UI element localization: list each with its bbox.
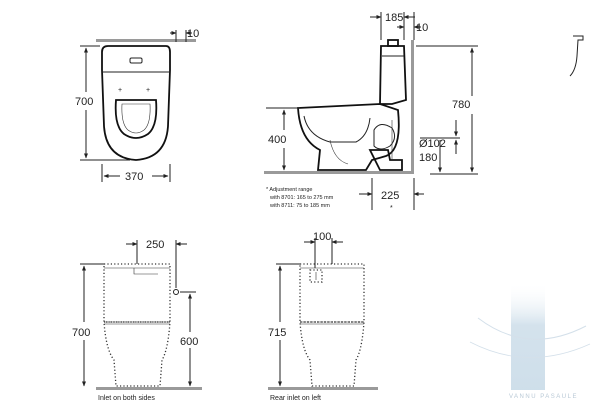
side-view: 185 10 780 400 Ø102 180 225 * * <box>264 12 478 212</box>
hose-icon <box>569 35 584 77</box>
front-left-caption: Inlet on both sides <box>98 395 155 402</box>
side-pipe-diameter-label: Ø102 <box>419 138 446 150</box>
plan-view: 10 + + 700 370 <box>75 28 199 183</box>
watermark-bar <box>511 282 545 390</box>
side-top-a-label: 185 <box>385 12 403 24</box>
front-left-inlet-height-label: 600 <box>180 336 198 348</box>
watermark: VANNU PASAULE <box>469 282 591 400</box>
side-cistern <box>379 45 407 105</box>
adjustment-note-title: * Adjustment range <box>266 187 312 193</box>
side-wall <box>411 40 414 173</box>
front-right-floor <box>268 387 378 390</box>
side-pipe-height-label: 180 <box>419 152 437 164</box>
plan-wall-label: 10 <box>187 28 199 40</box>
side-total-height-label: 780 <box>452 99 470 111</box>
plan-width-label: 370 <box>125 171 143 183</box>
front-left-width-label: 250 <box>146 239 164 251</box>
plan-bowl <box>114 99 158 139</box>
front-left-floor <box>96 387 202 390</box>
side-pipe <box>368 149 403 171</box>
front-view-right: 100 715 Rear inlet on left <box>268 231 378 402</box>
front-right-bowl <box>299 321 365 387</box>
side-asterisk: * <box>390 205 393 212</box>
flush-button-icon <box>129 57 143 64</box>
front-view-left: 250 700 600 Inlet on both sides <box>72 239 202 402</box>
front-right-width-label: 100 <box>313 231 331 243</box>
front-right-inlet <box>309 269 323 283</box>
side-seat-height-label: 400 <box>268 134 286 146</box>
front-left-bowl <box>103 321 171 387</box>
side-flush-button <box>387 39 399 47</box>
front-left-height-label: 700 <box>72 327 90 339</box>
side-depth-label: 225 <box>381 190 399 202</box>
plan-wall <box>96 39 196 42</box>
front-left-cistern <box>103 263 171 323</box>
front-right-height-label: 715 <box>268 327 286 339</box>
watermark-text: VANNU PASAULE <box>509 394 578 400</box>
svg-text:+: + <box>146 87 150 94</box>
side-bowl <box>297 103 400 171</box>
front-right-caption: Rear inlet on left <box>270 395 321 402</box>
adjustment-note-line2: with 8711: 75 to 185 mm <box>269 203 330 209</box>
svg-text:+: + <box>118 87 122 94</box>
side-floor <box>264 171 414 174</box>
plan-outline <box>101 45 171 161</box>
front-left-inlet <box>173 289 179 295</box>
plan-height-label: 700 <box>75 96 93 108</box>
adjustment-note-line1: with 8701: 165 to 275 mm <box>269 195 334 201</box>
side-top-b-label: 10 <box>416 22 428 34</box>
